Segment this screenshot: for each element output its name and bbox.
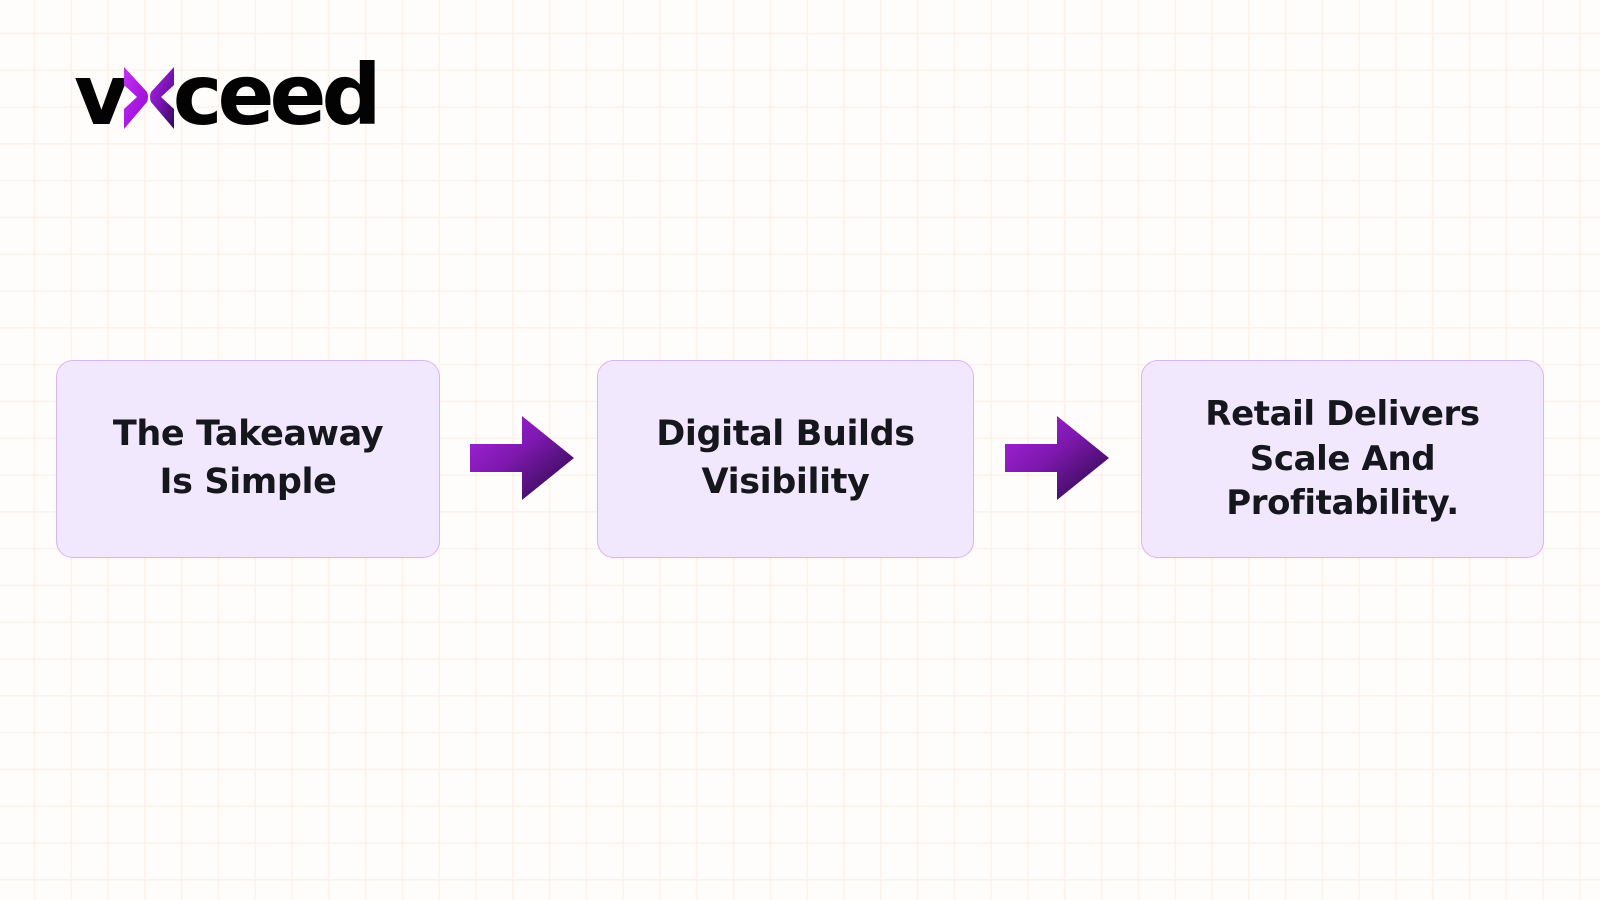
arrow-right-icon: [470, 410, 574, 506]
logo-text-after-mark: ceed: [172, 46, 382, 144]
flow-step-digital[interactable]: Digital Builds Visibility: [597, 360, 974, 558]
arrow-right-icon: [1005, 410, 1109, 506]
brand-logo[interactable]: v ceed: [74, 46, 382, 144]
flow-step-label: Digital Builds Visibility: [656, 414, 915, 502]
flow-diagram: The Takeaway Is Simple Digital Builds Vi…: [0, 360, 1600, 560]
flow-step-retail[interactable]: Retail Delivers Scale And Profitability.: [1141, 360, 1544, 558]
vxceed-butterfly-x-icon: [123, 65, 175, 131]
flow-step-takeaway[interactable]: The Takeaway Is Simple: [56, 360, 440, 558]
flow-step-label: The Takeaway Is Simple: [112, 414, 384, 502]
logo-text-before-mark: v: [74, 46, 129, 144]
flow-step-label: Retail Delivers Scale And Profitability.: [1205, 393, 1480, 524]
